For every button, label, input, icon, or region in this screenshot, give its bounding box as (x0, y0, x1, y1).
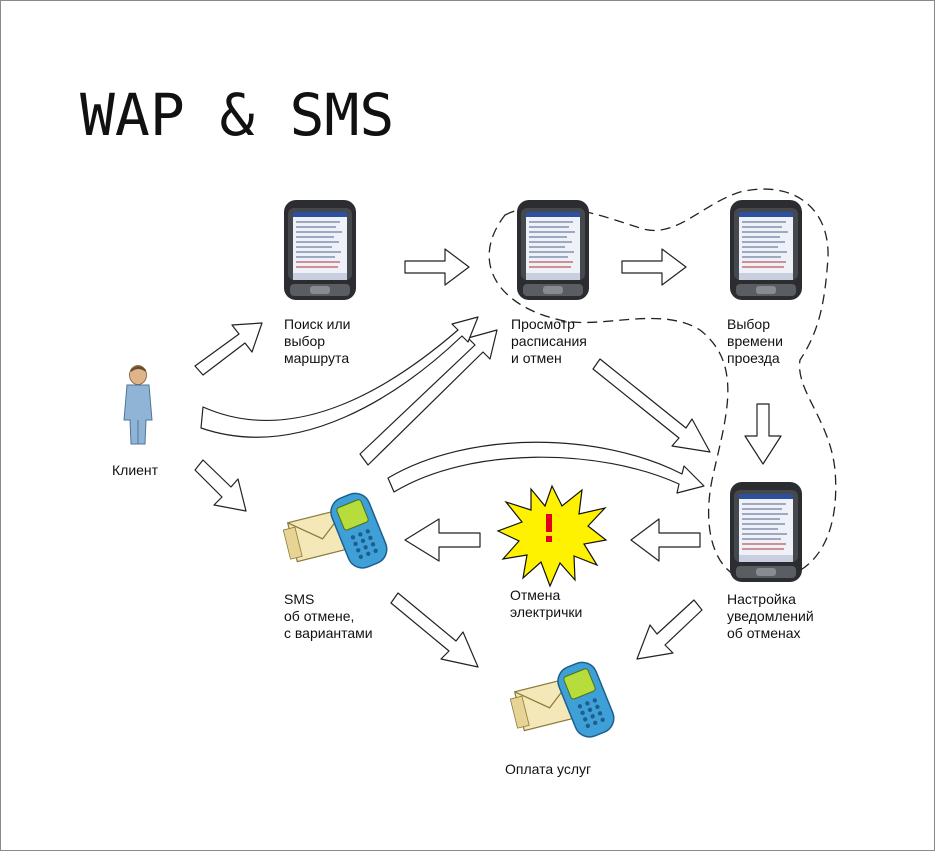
svg-text:об отмене,: об отмене, (284, 608, 354, 624)
svg-text:Выбор: Выбор (727, 316, 770, 332)
person-icon (123, 365, 153, 445)
arrow-notify-to-payment (636, 599, 703, 660)
arrow-view-to-notify (592, 358, 711, 453)
label-choose-time: Выбор времени проезда (727, 316, 783, 366)
arrow-client-to-sms (194, 459, 247, 512)
svg-text:уведомлений: уведомлений (727, 608, 814, 624)
wap-phone-icon-search (283, 199, 357, 301)
svg-text:и отмен: и отмен (511, 350, 562, 366)
svg-text:SMS: SMS (284, 591, 314, 607)
arrow-time-to-notify (744, 403, 782, 465)
sms-phone-icon-payment (508, 657, 620, 743)
arrow-view-to-time (621, 248, 687, 286)
arrow-sms-to-payment (390, 592, 479, 668)
dashed-group-outline (488, 188, 837, 582)
svg-text:проезда: проезда (727, 350, 780, 366)
wap-phone-icon-view (516, 199, 590, 301)
wap-phone-icon-time (729, 199, 803, 301)
arrow-client-to-search (194, 322, 263, 376)
arrow-burst-to-sms (404, 518, 481, 562)
arrow-sms-to-view (359, 329, 498, 466)
arrow-search-to-view (404, 248, 470, 286)
svg-text:Клиент: Клиент (112, 462, 159, 478)
arrow-client-to-view-curved (200, 316, 479, 438)
svg-text:электрички: электрички (510, 604, 582, 620)
label-notify-setup: Настройка уведомлений об отменах (727, 591, 814, 641)
label-search: Поиск или выбор маршрута (284, 316, 351, 366)
label-view: Просмотр расписания и отмен (511, 316, 587, 366)
label-sms: SMS об отмене, с вариантами (284, 591, 373, 641)
svg-text:Настройка: Настройка (727, 591, 796, 607)
diagram-title: WAP & SMS (80, 81, 394, 149)
svg-text:Отмена: Отмена (510, 587, 560, 603)
arrow-notify-to-burst (630, 518, 701, 562)
svg-text:выбор: выбор (284, 333, 325, 349)
svg-text:времени: времени (727, 333, 783, 349)
label-payment: Оплата услуг (505, 761, 591, 777)
wap-phone-icon-notify (729, 481, 803, 583)
svg-text:расписания: расписания (511, 333, 587, 349)
svg-text:Оплата услуг: Оплата услуг (505, 761, 591, 777)
alert-burst-icon (496, 484, 608, 588)
svg-text:маршрута: маршрута (284, 350, 349, 366)
label-cancel: Отмена электрички (510, 587, 582, 620)
svg-text:Просмотр: Просмотр (511, 316, 575, 332)
label-client: Клиент (112, 462, 159, 478)
svg-text:об отменах: об отменах (727, 625, 801, 641)
svg-text:Поиск или: Поиск или (284, 316, 351, 332)
svg-text:с вариантами: с вариантами (284, 625, 373, 641)
sms-phone-icon-cancel (281, 488, 393, 574)
arrow-sms-to-notify-curved (387, 441, 705, 494)
